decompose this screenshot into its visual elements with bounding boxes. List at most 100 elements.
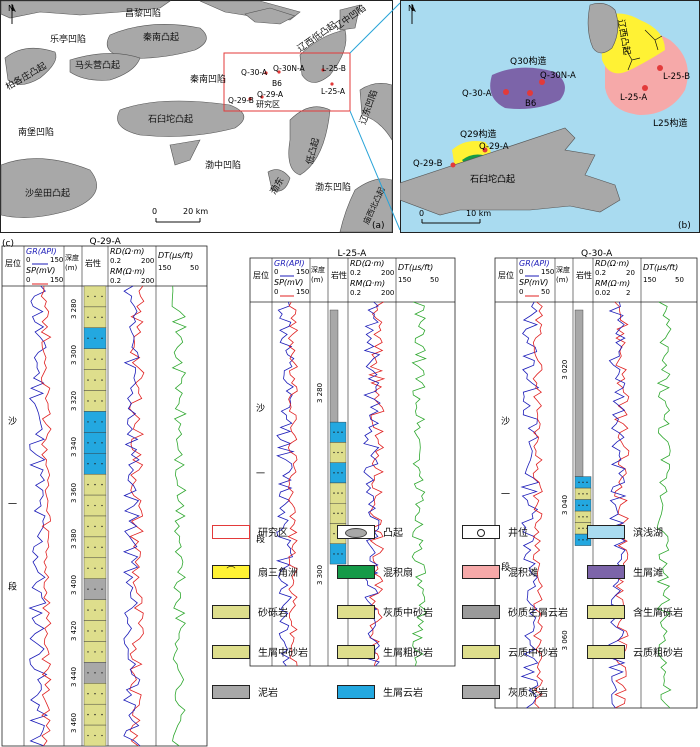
svg-text:L25构造: L25构造 [653,117,687,129]
svg-text:N: N [408,4,414,13]
legend-label: 泥岩 [258,688,278,699]
svg-text:GR(API): GR(API) [519,259,550,268]
label-qinnan-tu: 秦南凸起 [143,31,179,43]
study-area-box[interactable] [223,52,351,112]
legend-swatch [462,564,500,579]
svg-text:SP(mV): SP(mV) [26,266,55,275]
label-shaleitian: 沙垒田凸起 [25,187,70,199]
low-uplift [288,106,331,176]
svg-text:20: 20 [626,269,635,277]
hdr-layer: 层位 [498,270,514,280]
svg-text:沙: 沙 [8,416,17,427]
label-changli: 昌黎凹陷 [125,7,161,19]
svg-text:段: 段 [256,533,265,545]
legend-label: 云质中砂岩 [508,648,558,659]
legend-label: 扇三角洲 [258,568,298,579]
svg-text:RD(Ω·m): RD(Ω·m) [350,259,384,268]
svg-text:0: 0 [519,268,523,276]
svg-text:3 280: 3 280 [316,383,324,403]
legend-item-fan: ⌒扇三角洲 [212,564,298,579]
north-label-a: N [8,4,14,13]
svg-text:RM(Ω·m): RM(Ω·m) [350,279,385,288]
shaleitian-uplift [0,158,97,218]
svg-text:50: 50 [430,276,439,284]
well-b-q29b: Q-29-B [413,159,443,169]
legend-swatch [337,684,375,699]
svg-text:0: 0 [152,207,157,216]
legend-item-l5: 生屑中砂岩 [212,644,308,659]
legend-label: 灰质中砂岩 [383,608,433,619]
svg-text:岩性: 岩性 [85,258,101,268]
well-b-q29a: Q-29-A [479,142,509,152]
connector-lines [350,2,401,231]
svg-text:DT(μs/ft): DT(μs/ft) [398,263,433,272]
svg-text:150: 150 [158,264,171,272]
legend-item-l2: 灰质中砂岩 [337,604,433,619]
north-arrow-b: N [408,4,416,24]
legend-label: 井位 [508,528,528,539]
label-matouying: 马头营凸起 [75,59,120,71]
svg-text:3 380: 3 380 [70,529,78,549]
legend-item-l1: 砂砾岩 [212,604,288,619]
svg-text:3 440: 3 440 [70,667,78,687]
shijiutuo-uplift [117,100,245,137]
svg-text:Q29构造: Q29构造 [460,128,497,140]
legend-label: 混积扇 [383,568,413,579]
legend-swatch [587,524,625,539]
svg-text:50: 50 [541,288,550,296]
svg-text:0: 0 [274,288,278,296]
liaoxi-uplift-b [587,3,619,54]
svg-text:150: 150 [643,276,656,284]
svg-text:50: 50 [190,264,199,272]
legend-swatch [212,604,250,619]
hdr-layer: 层位 [5,258,21,268]
wells-a: Q-30-A Q-30N-A L-25-B B6 L-25-A Q-29-B Q… [228,64,346,105]
svg-text:(m): (m) [556,276,569,284]
legend-swatch [212,644,250,659]
scale-bar-a: 0 20 km [152,207,208,223]
baige-uplift [4,47,57,85]
svg-text:0.2: 0.2 [110,277,121,285]
legend-swatch [337,604,375,619]
well-title: L-25-A [338,249,368,259]
svg-text:0.2: 0.2 [350,269,361,277]
svg-text:(m): (m) [65,264,78,272]
label-study-area: 研究区 [256,99,280,109]
legend-label: 生屑粗砂岩 [383,648,433,659]
svg-text:深度: 深度 [65,253,79,262]
svg-text:0: 0 [274,268,278,276]
legend-label: 生屑滩 [633,568,663,579]
legend-label: 生屑中砂岩 [258,648,308,659]
svg-text:Q30构造: Q30构造 [510,55,547,67]
label-bodong: 渤东凹陷 [315,181,351,193]
svg-text:RM(Ω·m): RM(Ω·m) [110,267,145,276]
svg-text:200: 200 [141,277,154,285]
svg-text:深度: 深度 [556,265,570,274]
legend-swatch [212,524,250,539]
svg-text:3 340: 3 340 [70,437,78,457]
svg-text:3 320: 3 320 [70,391,78,411]
legend-swatch [337,644,375,659]
legend-item-l3: 砂质生屑云岩 [462,604,568,619]
svg-text:0.2: 0.2 [110,257,121,265]
legend-swatch [587,644,625,659]
svg-text:150: 150 [296,288,309,296]
legend-swatch [587,604,625,619]
legend-label: 灰质泥岩 [508,688,548,699]
legend-label: 砂砾岩 [258,608,288,619]
well-q30na: Q-30N-A [273,64,306,73]
north-uplift-2 [244,7,296,25]
svg-text:(m): (m) [311,276,324,284]
svg-text:0: 0 [519,288,523,296]
legend-swatch [587,564,625,579]
legend-item-bioclastic: 生屑滩 [587,564,663,579]
legend-item-l11: 灰质泥岩 [462,684,548,699]
svg-text:3 420: 3 420 [70,621,78,641]
uplift-shapes [0,0,393,233]
well-b-b6: B6 [525,99,536,109]
well-q30a: Q-30-A [241,68,268,77]
svg-text:段: 段 [8,581,17,593]
panel-c-label: (c) [2,239,14,249]
legend-label: 生屑云岩 [383,688,423,699]
